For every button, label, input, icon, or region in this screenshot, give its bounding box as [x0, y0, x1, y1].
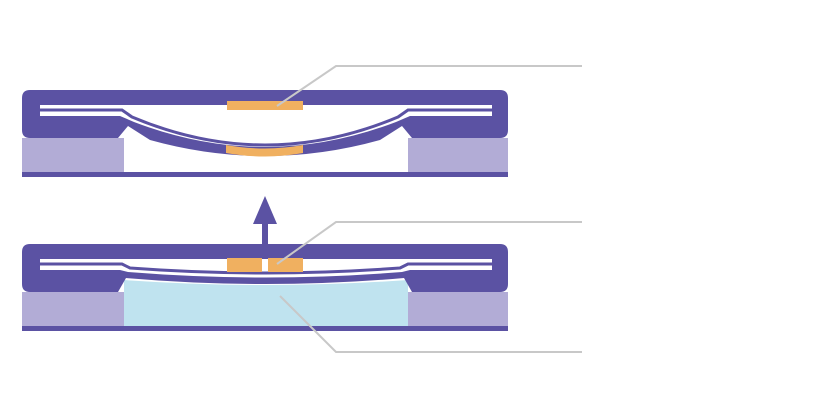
- top-panel: [22, 90, 508, 177]
- bottom-right-substrate: [408, 292, 508, 330]
- top-membrane: [40, 108, 492, 147]
- callout-top-electrode-leader: [276, 65, 582, 107]
- bottom-left-substrate: [22, 292, 124, 330]
- bottom-base-line: [22, 326, 508, 331]
- top-base-line: [22, 172, 508, 177]
- top-right-substrate: [408, 138, 508, 176]
- top-membrane-electrode: [226, 145, 303, 157]
- callout-bottom-electrode-leader: [276, 221, 582, 265]
- bottom-membrane: [40, 262, 492, 275]
- top-left-substrate: [22, 138, 124, 176]
- bottom-electrode-pad-right: [268, 258, 303, 272]
- bottom-panel: [22, 244, 508, 331]
- top-electrode-pad: [227, 101, 303, 110]
- fluid-chamber: [124, 280, 408, 326]
- callouts: [276, 65, 582, 353]
- bottom-electrode-pad-left: [227, 258, 262, 272]
- bottom-channel: [40, 259, 492, 278]
- top-channel: [40, 105, 492, 147]
- callout-membrane-leader: [279, 295, 582, 353]
